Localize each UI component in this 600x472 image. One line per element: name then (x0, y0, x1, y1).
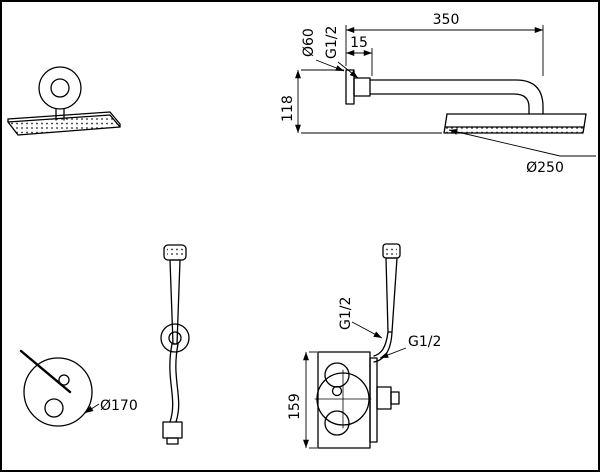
wall-flange (345, 69, 355, 105)
leader-plate-diameter (84, 403, 100, 414)
mixer-trim-front-view (19, 349, 93, 427)
head-left-edge (444, 113, 448, 128)
valve-screw-circle (331, 385, 343, 397)
hand-shower-front-view (160, 244, 190, 445)
leader-head-diameter (448, 128, 596, 157)
label-plate-diameter: Ø170 (100, 398, 138, 414)
ceiling-flange-outer-circle (38, 66, 82, 110)
hose-fitting (162, 421, 183, 439)
mixer-lever (19, 349, 72, 394)
ceiling-flange-inner-circle (50, 78, 70, 98)
diverter-knob-circle (44, 398, 64, 418)
shower-head-front-view (7, 66, 121, 136)
label-arm-length: 350 (433, 12, 460, 28)
arm-thread-nipple (353, 77, 371, 97)
label-head-diameter: Ø250 (526, 160, 564, 176)
arm-tube-outer (369, 79, 544, 115)
lever-pivot-circle (58, 374, 70, 386)
head-right-edge (583, 113, 587, 128)
trim-plate-circle (23, 357, 93, 427)
mixer-handle-knob (390, 391, 400, 405)
shower-arm-side-view (345, 69, 587, 134)
dimensions-arm: 350 15 Ø60 G1/2 118 Ø250 (280, 12, 596, 176)
dimensions-trim: Ø170 (84, 398, 138, 414)
label-flange-diameter: Ø60 (301, 28, 317, 57)
label-valve-height: 159 (287, 393, 303, 420)
hose-line-right (175, 343, 180, 423)
wall-bracket-inner (168, 331, 182, 345)
handshower-handle-side (385, 257, 398, 333)
leader-mixer-outlet-thread (379, 347, 407, 359)
supply-port-top (324, 362, 350, 388)
rough-in-box (317, 351, 371, 449)
supply-port-bottom (324, 410, 350, 436)
mixer-handle-side (376, 386, 392, 410)
hose-line-left (169, 343, 174, 423)
head-nozzle-band (443, 126, 585, 134)
label-arm-thread: G1/2 (324, 26, 340, 59)
leader-flange-diameter (315, 59, 345, 72)
label-mixer-outlet-thread: G1/2 (408, 334, 441, 350)
leader-arm-thread (337, 61, 359, 79)
handshower-spray-face (167, 248, 183, 257)
wall-bracket-outer (160, 323, 190, 353)
label-drop-height: 118 (280, 95, 296, 122)
label-wall-offset: 15 (350, 35, 368, 51)
handshower-spray-face-side (386, 247, 397, 255)
arm-tube-inner (369, 93, 530, 115)
hose-fitting-stub (166, 437, 179, 445)
valve-cartridge-circle (316, 372, 370, 426)
head-nozzle-face (7, 114, 121, 136)
label-handshower-thread: G1/2 (338, 297, 354, 330)
leader-handshower-thread (351, 321, 383, 339)
dimensions-valve: G1/2 G1/2 159 (287, 297, 441, 449)
trim-plate-side (369, 357, 378, 443)
head-edge-top (7, 111, 121, 125)
mixer-valve-side-view (314, 243, 401, 449)
hose-side-left (373, 331, 389, 357)
